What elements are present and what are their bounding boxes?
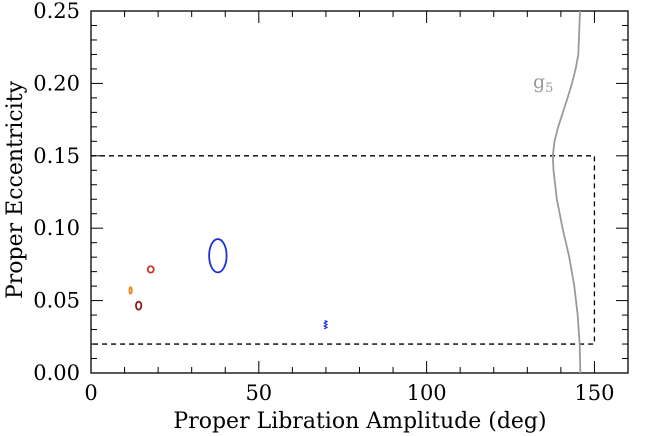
x-tick-label: 150	[574, 381, 614, 405]
y-tick-label: 0.10	[33, 216, 80, 240]
y-tick-label: 0.25	[33, 0, 80, 23]
y-tick-label: 0.00	[33, 361, 80, 385]
g5-curve-label: g5	[533, 71, 553, 96]
y-axis-title: Proper Eccentricity	[3, 80, 28, 299]
y-tick-label: 0.15	[33, 144, 80, 168]
g5-curve-label-subscript: 5	[545, 81, 553, 96]
data-layer: g5	[91, 10, 596, 374]
x-tick-label: 100	[407, 381, 447, 405]
y-tick-label: 0.05	[33, 289, 80, 313]
x-tick-label: 50	[245, 381, 272, 405]
x-tick-label: 0	[84, 381, 97, 405]
region-box	[91, 155, 596, 345]
x-axis-title: Proper Libration Amplitude (deg)	[173, 409, 546, 434]
plot-frame	[90, 10, 629, 374]
libration-ellipse	[208, 238, 228, 274]
libration-ellipse	[128, 286, 133, 295]
libration-ellipse	[135, 300, 143, 311]
ticks	[90, 10, 629, 374]
y-tick-label: 0.20	[33, 71, 80, 95]
libration-ellipse	[146, 265, 155, 274]
libration-squiggle	[322, 320, 329, 330]
g5-resonance-curve	[551, 10, 582, 374]
tick-labels: 0 50 100 150 0.00 0.05 0.10 0.15 0.20 0.25	[33, 0, 614, 405]
